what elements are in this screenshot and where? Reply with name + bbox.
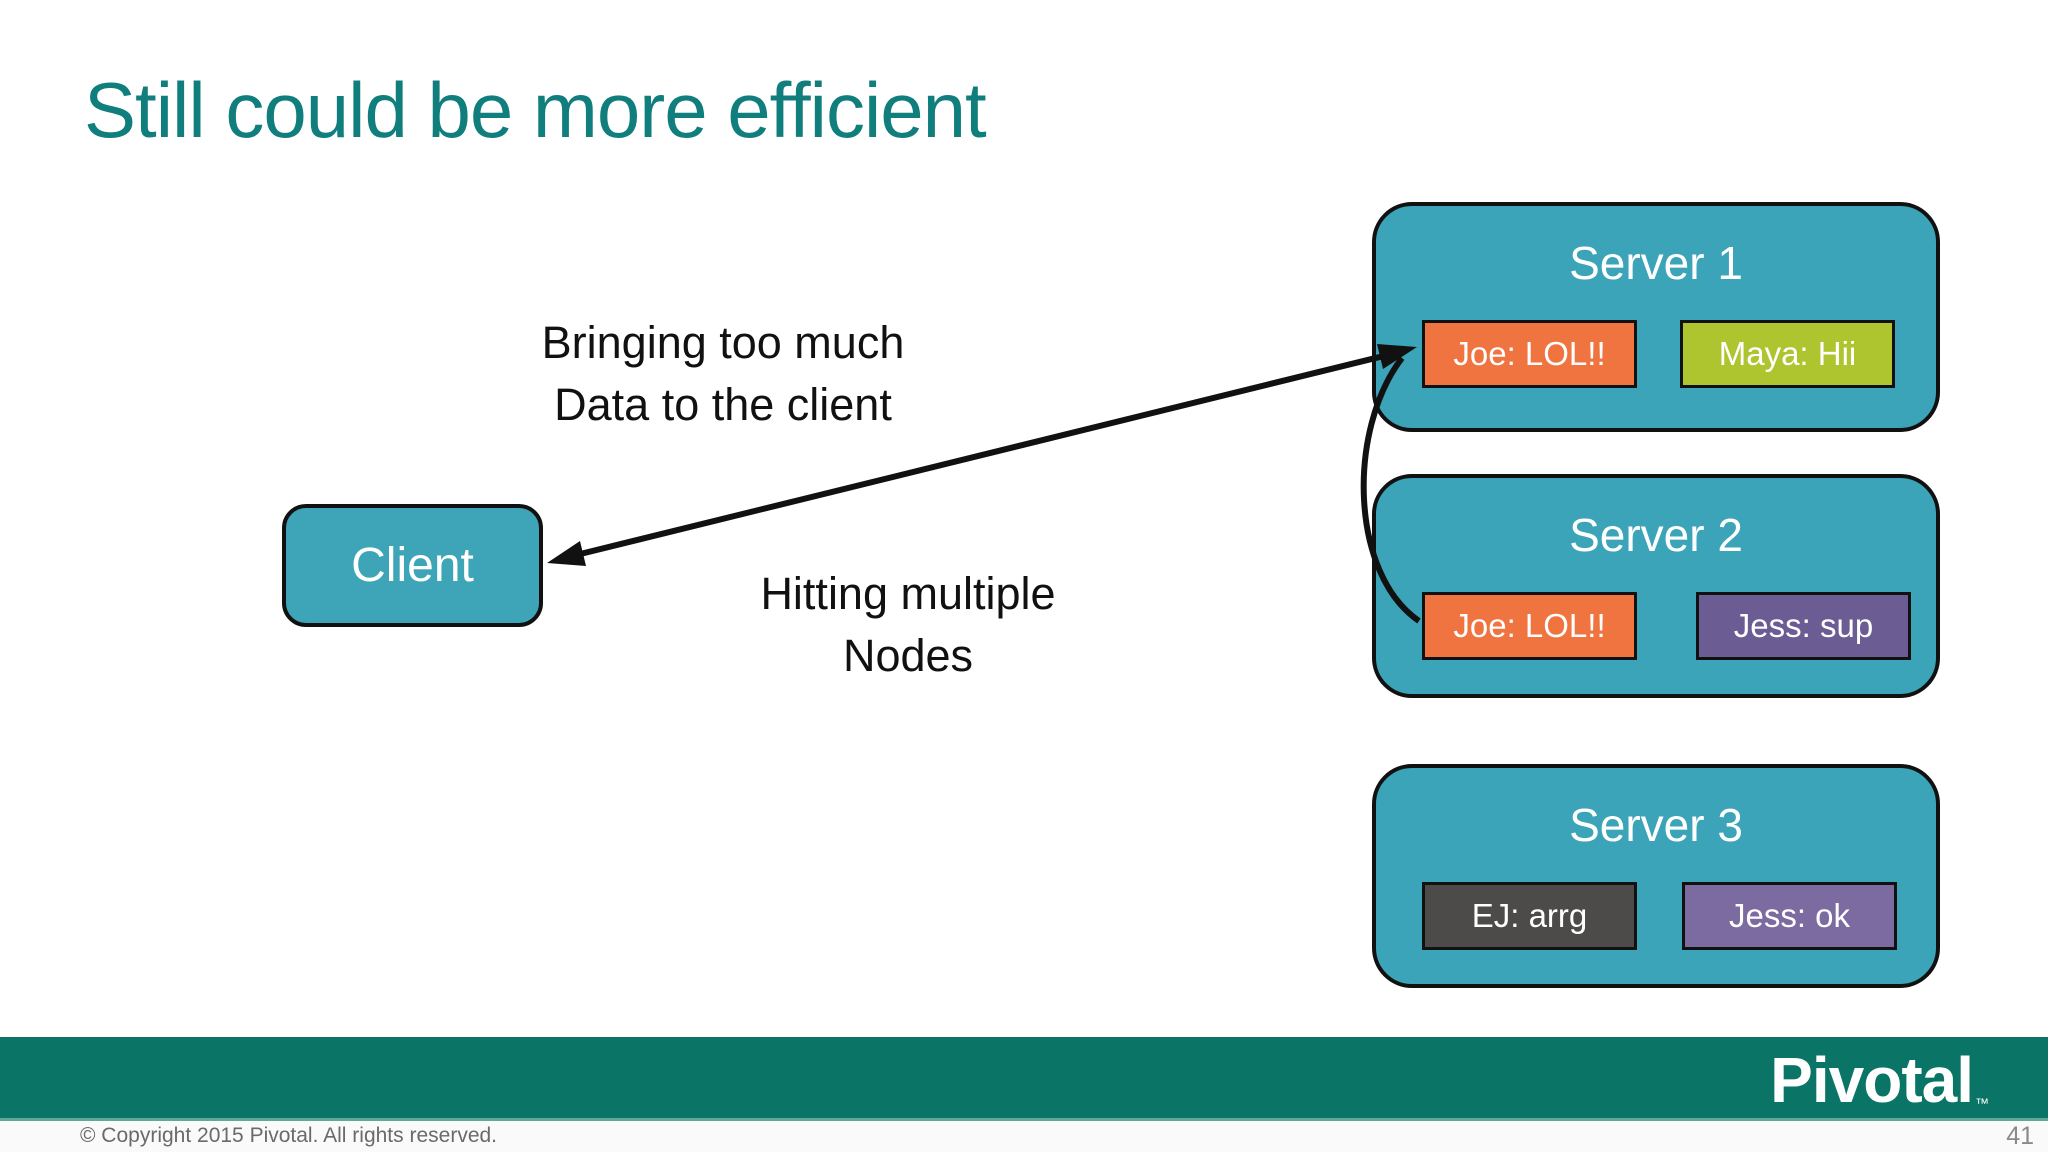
chat-chip-text: Maya: Hii	[1718, 335, 1857, 372]
annotation-hitting: Hitting multiple Nodes	[658, 563, 1158, 687]
chat-chip-text: Jess: sup	[1733, 607, 1874, 644]
chat-chip: Joe: LOL!!	[1422, 320, 1637, 388]
server-2-title: Server 2	[1569, 509, 1743, 561]
chat-chip-text: Jess: ok	[1728, 897, 1851, 934]
chat-chip: EJ: arrg	[1422, 882, 1637, 950]
annotation-hitting-line1: Hitting multiple	[760, 568, 1056, 619]
annotation-hitting-line2: Nodes	[842, 630, 974, 681]
chat-chip: Jess: sup	[1696, 592, 1911, 660]
chat-chip: Maya: Hii	[1680, 320, 1895, 388]
server-box-3: Server 3 EJ: arrg Jess: ok	[1372, 764, 1940, 988]
footer-bar	[0, 1037, 2048, 1118]
pivotal-logo-text: Pivotal	[1770, 1044, 1974, 1116]
server-box-1: Server 1 Joe: LOL!! Maya: Hii	[1372, 202, 1940, 432]
annotation-bringing-line2: Data to the client	[554, 379, 892, 430]
chat-chip-text: Joe: LOL!!	[1453, 607, 1606, 644]
slide-title: Still could be more efficient	[84, 66, 987, 154]
server-3-title: Server 3	[1569, 799, 1743, 851]
chat-chip-text: Joe: LOL!!	[1453, 335, 1606, 372]
annotation-bringing-line1: Bringing too much	[541, 317, 905, 368]
footer-separator	[0, 1118, 2048, 1121]
chat-chip: Jess: ok	[1682, 882, 1897, 950]
chat-chip: Joe: LOL!!	[1422, 592, 1637, 660]
server-1-title: Server 1	[1569, 237, 1743, 289]
page-number: 41	[2006, 1122, 2034, 1150]
client-label: Client	[351, 539, 474, 592]
footer-strip	[0, 1121, 2048, 1152]
arrowhead-client-icon	[547, 541, 586, 566]
server-box-2: Server 2 Joe: LOL!! Jess: sup	[1372, 474, 1940, 698]
copyright-text: © Copyright 2015 Pivotal. All rights res…	[80, 1124, 498, 1147]
annotation-bringing: Bringing too much Data to the client	[443, 312, 1003, 436]
trademark-symbol: ™	[1975, 1095, 1989, 1111]
client-box: Client	[282, 504, 543, 627]
chat-chip-text: EJ: arrg	[1471, 897, 1588, 934]
